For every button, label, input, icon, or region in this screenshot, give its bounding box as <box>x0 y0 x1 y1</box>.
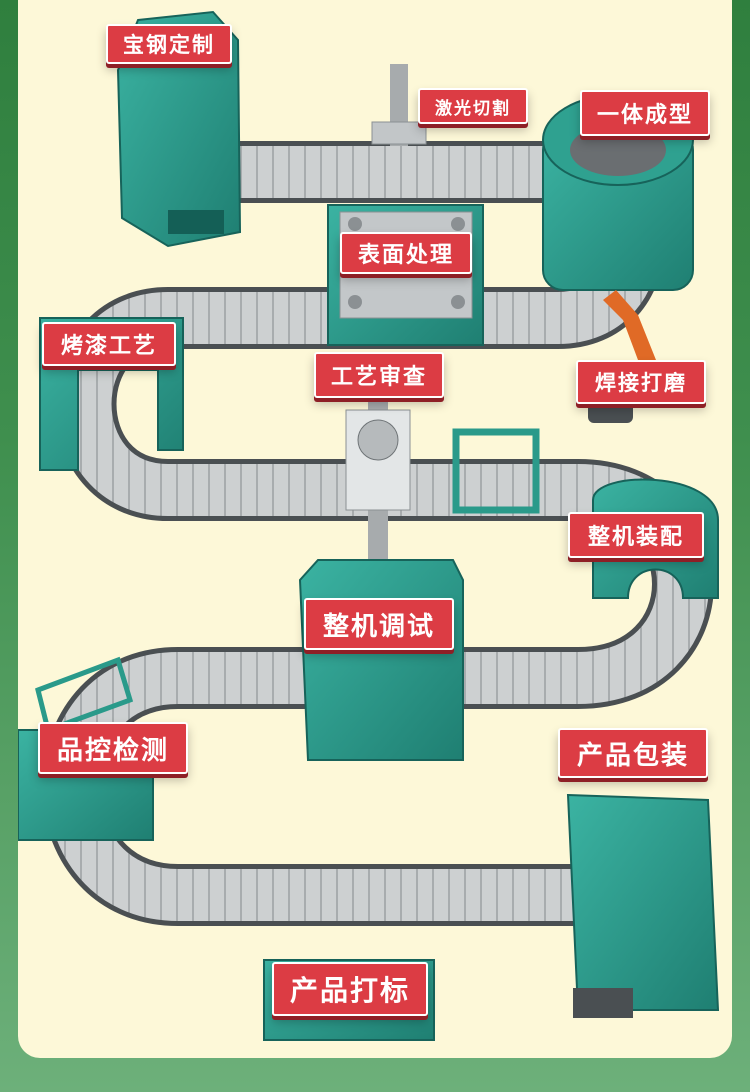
step-label-packaging: 产品包装 <box>558 728 708 778</box>
step-label-paint: 烤漆工艺 <box>42 322 176 366</box>
bolt-icon <box>348 217 362 231</box>
bolt-icon <box>348 295 362 309</box>
step-label-debug: 整机调试 <box>304 598 454 650</box>
step-label-laser: 激光切割 <box>418 88 528 124</box>
inspection-press-disc <box>358 420 398 460</box>
step-label-qc: 品控检测 <box>38 722 188 774</box>
step-label-review: 工艺审查 <box>314 352 444 398</box>
packaging-box <box>568 795 718 1010</box>
packaging-box-base <box>573 988 633 1018</box>
step-label-marking: 产品打标 <box>272 962 428 1016</box>
debugging-station <box>300 560 463 760</box>
steel-storage-vent <box>168 210 224 234</box>
production-line-panel: 宝钢定制 激光切割 一体成型 表面处理 烤漆工艺 工艺审查 焊接打磨 整机装配 … <box>18 0 732 1058</box>
step-label-forming: 一体成型 <box>580 90 710 136</box>
step-label-welding: 焊接打磨 <box>576 360 706 404</box>
bolt-icon <box>451 217 465 231</box>
step-label-baogang: 宝钢定制 <box>106 24 232 64</box>
step-label-assembly: 整机装配 <box>568 512 704 558</box>
laser-cutter-head <box>372 122 426 144</box>
step-label-surface: 表面处理 <box>340 232 472 274</box>
bolt-icon <box>451 295 465 309</box>
